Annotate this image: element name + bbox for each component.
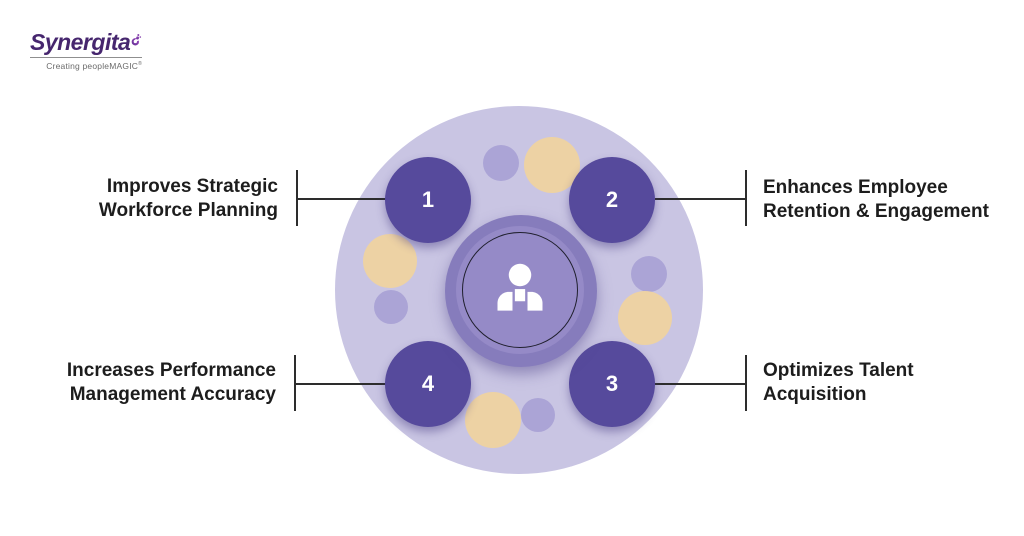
step-1-label: Improves Strategic Workforce Planning: [98, 176, 278, 221]
logo-divider: [30, 57, 142, 58]
connector-line-4: [295, 383, 386, 385]
center-outline-circle: [462, 232, 578, 348]
connector-tick-3: [745, 355, 747, 411]
step-4-number: 4: [421, 371, 435, 396]
decor-dot-bottom-tan: [465, 392, 521, 448]
trademark-symbol: ®: [138, 61, 142, 68]
brand-name: Synergita: [30, 28, 131, 55]
step-1-number: 1: [421, 187, 435, 212]
decor-dot-left-tan: [363, 234, 417, 288]
person-icon: [497, 263, 543, 311]
swirl-icon: [131, 33, 142, 46]
decor-dot-top-lavender: [483, 145, 519, 181]
step-2-number: 2: [605, 187, 619, 212]
logo-tagline: Creating peopleMAGIC®: [30, 61, 142, 71]
step-3-number: 3: [605, 371, 619, 396]
connector-tick-4: [294, 355, 296, 411]
step-3-circle: 3: [569, 341, 655, 427]
connector-tick-2: [745, 170, 747, 226]
step-4-circle: 4: [385, 341, 471, 427]
step-4-label: Increases Performance Management Accurac…: [66, 360, 276, 405]
step-2-circle: 2: [569, 157, 655, 243]
step-2-label: Enhances Employee Retention & Engagement: [763, 177, 989, 222]
synergita-logo: Synergita Creating peopleMAGIC®: [30, 24, 142, 71]
connector-line-3: [655, 383, 746, 385]
step-3-label: Optimizes Talent Acquisition: [763, 360, 914, 405]
connector-line-2: [655, 198, 746, 200]
decor-dot-left-lavender: [374, 290, 408, 324]
connector-tick-1: [296, 170, 298, 226]
decor-dot-bottom-lavender: [521, 398, 555, 432]
tagline-text: Creating peopleMAGIC: [46, 61, 139, 71]
decor-dot-right-tan: [618, 291, 672, 345]
logo-row: Synergita: [30, 24, 142, 55]
connector-line-1: [297, 198, 386, 200]
step-1-circle: 1: [385, 157, 471, 243]
decor-dot-top-tan: [524, 137, 580, 193]
decor-dot-right-lavender: [631, 256, 667, 292]
